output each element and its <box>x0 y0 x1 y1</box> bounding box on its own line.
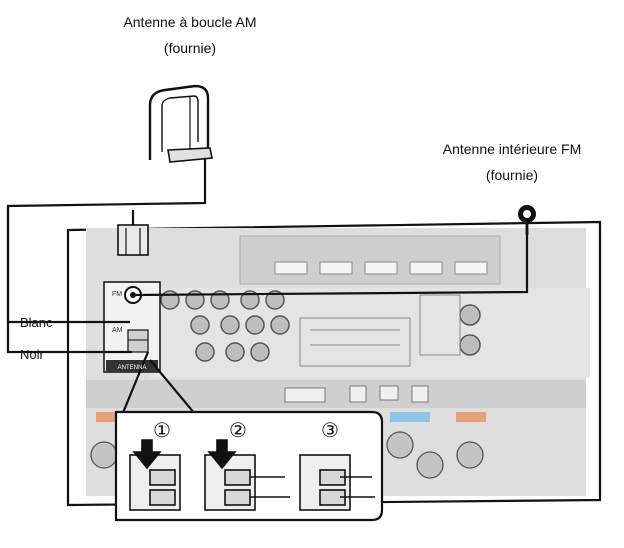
am-antenna-supplied-label: (fournie) <box>163 40 217 56</box>
panel-am-marking: AM <box>112 327 123 334</box>
panel-antenna-marking: ANTENNA <box>118 365 147 371</box>
step-2-label: ② <box>229 418 247 442</box>
step-1-terminal <box>129 439 181 511</box>
antenna-terminal-block <box>103 224 161 373</box>
black-wire-label: Noir <box>20 347 44 362</box>
white-wire-label: Blanc <box>20 315 53 330</box>
terminal-steps-inset: ① ② ③ <box>114 410 384 522</box>
step-1-label: ① <box>153 418 171 442</box>
step-2-terminal <box>204 439 290 511</box>
am-loop-antenna-illustration <box>148 84 213 163</box>
antenna-wires <box>6 158 529 421</box>
fm-indoor-antenna-illustration <box>518 205 536 235</box>
am-antenna-label: Antenne à boucle AM <box>123 14 257 30</box>
panel-fm-marking: FM <box>112 291 122 298</box>
fm-antenna-label: Antenne intérieure FM <box>442 141 582 157</box>
step-3-label: ③ <box>321 418 339 442</box>
step-3-terminal <box>299 454 375 511</box>
fm-antenna-supplied-label: (fournie) <box>485 167 539 183</box>
